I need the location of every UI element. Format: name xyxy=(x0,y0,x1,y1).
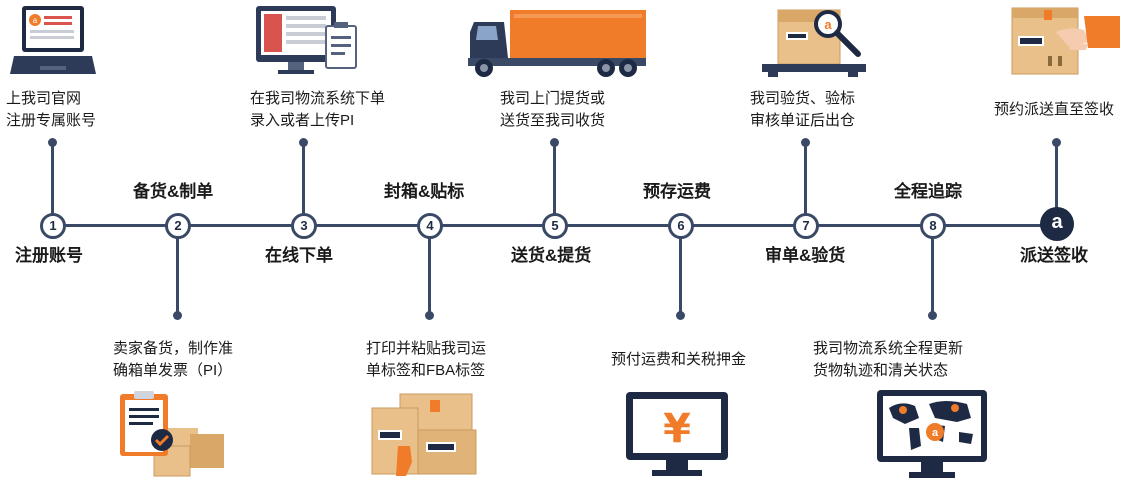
svg-text:a: a xyxy=(824,17,832,32)
step-desc-3: 在我司物流系统下单 录入或者上传PI xyxy=(250,88,385,132)
step-desc-4: 打印并粘贴我司运 单标签和FBA标签 xyxy=(366,338,486,382)
step-desc-8: 我司物流系统全程更新 货物轨迹和清关状态 xyxy=(813,338,963,382)
connector-2 xyxy=(176,227,179,315)
step-desc-5: 我司上门提货或 送货至我司收货 xyxy=(500,88,605,132)
step-node-7: 7 xyxy=(793,213,819,239)
stage-label-4: 封箱&贴标 xyxy=(384,182,465,201)
labeled-boxes-icon xyxy=(371,393,477,476)
connector-dot-2 xyxy=(173,311,182,320)
box-delivery-hand-icon xyxy=(1011,7,1120,75)
desc-line: 单标签和FBA标签 xyxy=(366,362,486,379)
desc-line: 注册专属账号 xyxy=(6,112,97,129)
connector-3 xyxy=(302,143,305,224)
connector-dot-1 xyxy=(48,138,57,147)
desc-line: 审核单证后出仓 xyxy=(750,112,856,129)
svg-text:a: a xyxy=(932,427,939,439)
connector-9 xyxy=(1055,143,1058,209)
world-map-monitor-icon: a xyxy=(877,390,987,478)
desc-line: 确箱单发票（PI） xyxy=(113,362,233,379)
desc-line: 上我司官网 xyxy=(6,90,82,107)
stage-label-2: 备货&制单 xyxy=(133,182,214,201)
step-node-3: 3 xyxy=(291,213,317,239)
connector-dot-8 xyxy=(928,311,937,320)
stage-label-5: 送货&提货 xyxy=(511,246,592,265)
svg-text:¥: ¥ xyxy=(663,406,691,452)
end-logo-node: a xyxy=(1040,207,1074,241)
step-node-6: 6 xyxy=(668,213,694,239)
connector-dot-6 xyxy=(676,311,685,320)
connector-1 xyxy=(51,143,54,224)
box-magnifier-icon: a xyxy=(762,9,866,77)
step-desc-9: 预约派送直至签收 xyxy=(994,99,1114,121)
invoice-clipboard-icon xyxy=(120,391,224,477)
desc-line: 预约派送直至签收 xyxy=(994,101,1115,118)
connector-dot-5 xyxy=(550,138,559,147)
stage-label-8: 全程追踪 xyxy=(894,182,962,201)
desc-line: 送货至我司收货 xyxy=(500,112,606,129)
connector-dot-7 xyxy=(801,138,810,147)
step-desc-1: 上我司官网 注册专属账号 xyxy=(6,88,96,132)
connector-8 xyxy=(931,227,934,315)
desc-line: 卖家备货，制作准 xyxy=(113,340,234,357)
step-desc-2: 卖家备货，制作准 确箱单发票（PI） xyxy=(113,338,233,382)
desc-line: 在我司物流系统下单 xyxy=(250,90,386,107)
step-desc-6: 预付运费和关税押金 xyxy=(611,349,746,371)
desc-line: 录入或者上传PI xyxy=(250,112,355,129)
svg-text:a: a xyxy=(33,16,38,25)
stage-label-7: 审单&验货 xyxy=(765,246,846,265)
step-node-8: 8 xyxy=(920,213,946,239)
step-node-4: 4 xyxy=(417,213,443,239)
stage-label-6: 预存运费 xyxy=(643,182,711,201)
desc-line: 预付运费和关税押金 xyxy=(611,351,747,368)
yen-monitor-icon: ¥ xyxy=(626,392,728,476)
step-node-2: 2 xyxy=(165,213,191,239)
desc-line: 打印并粘贴我司运 xyxy=(366,340,487,357)
connector-5 xyxy=(553,143,556,224)
desc-line: 我司上门提货或 xyxy=(500,90,606,107)
connector-dot-4 xyxy=(425,311,434,320)
step-node-5: 5 xyxy=(542,213,568,239)
monitor-form-icon xyxy=(256,6,357,74)
connector-4 xyxy=(428,227,431,315)
desc-line: 我司物流系统全程更新 xyxy=(813,340,964,357)
laptop-icon: a xyxy=(10,6,96,74)
connector-7 xyxy=(804,143,807,224)
desc-line: 货物轨迹和清关状态 xyxy=(813,362,949,379)
step-desc-7: 我司验货、验标 审核单证后出仓 xyxy=(750,88,855,132)
connector-6 xyxy=(679,227,682,315)
step-node-1: 1 xyxy=(40,213,66,239)
connector-dot-3 xyxy=(299,138,308,147)
stage-label-9: 派送签收 xyxy=(1020,246,1088,265)
stage-label-3: 在线下单 xyxy=(265,246,333,265)
connector-dot-9 xyxy=(1052,138,1061,147)
desc-line: 我司验货、验标 xyxy=(750,90,856,107)
truck-icon xyxy=(468,10,646,77)
stage-label-1: 注册账号 xyxy=(15,246,83,265)
